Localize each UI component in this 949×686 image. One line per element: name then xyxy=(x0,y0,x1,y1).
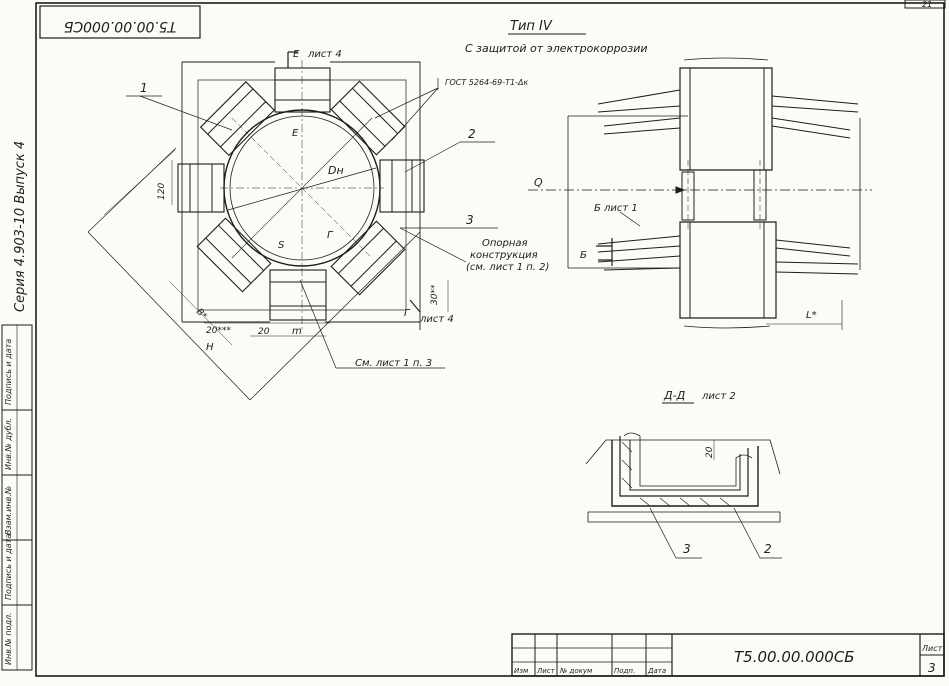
l-label: L* xyxy=(806,310,817,321)
tb-header-izm: Изм xyxy=(514,667,529,675)
dim-20-a: 20*** xyxy=(206,326,231,336)
dim-s: S xyxy=(278,240,285,251)
strip-label-2: Инв.№ дубл. xyxy=(4,418,13,470)
b-label: Б xyxy=(580,250,587,261)
diameter-label: Dн xyxy=(328,164,344,177)
strip-label-4: Подпись и дата xyxy=(4,534,13,600)
rotated-stamp-code: Т5.00.00.000СБ xyxy=(64,18,177,34)
drawing-title: Тип IV xyxy=(510,19,553,34)
leader-2-label: 2 xyxy=(468,127,476,141)
corner-sheet-number: 21 xyxy=(922,0,932,9)
sheet-frame xyxy=(35,2,945,677)
title-block: Изм Лист № докум Подп. Дата Т5.00.00.000… xyxy=(511,633,945,677)
dim-g: Г xyxy=(327,230,334,241)
section-dd-sheet: лист 2 xyxy=(701,391,736,402)
series-vertical-text: Серия 4.903-10 Выпуск 4 xyxy=(13,141,28,312)
section-d-d-view: Д-Д лист 2 20 3 2 xyxy=(585,389,782,559)
dim-20-b: 20 xyxy=(258,327,270,337)
g-sheet: лист 4 xyxy=(419,314,454,325)
leader-3-label: 3 xyxy=(466,213,474,227)
dim-h: Н xyxy=(206,342,214,353)
rotated-stamp-box xyxy=(39,5,201,39)
tb-sheet-label: Лист xyxy=(921,644,943,653)
support-label-3: (см. лист 1 п. 2) xyxy=(466,262,549,273)
section-dd-leader-3: 3 xyxy=(683,542,691,556)
tb-header-doc: № докум xyxy=(559,667,593,675)
tb-header-date: Дата xyxy=(647,667,666,675)
g-sheet-label: Г xyxy=(404,308,411,319)
tb-document-code: Т5.00.00.000СБ xyxy=(734,648,855,666)
dim-b: В* xyxy=(194,307,209,322)
section-e-sheet: лист 4 xyxy=(307,49,342,60)
section-dd-title: Д-Д xyxy=(663,389,686,402)
drawing-subtitle: С защитой от электрокоррозии xyxy=(465,42,648,55)
tb-header-sign: Подп. xyxy=(614,667,635,675)
section-dd-dim-20: 20 xyxy=(705,446,715,458)
section-dd-leader-2: 2 xyxy=(764,542,772,556)
strip-label-1: Подпись и дата xyxy=(4,339,13,405)
see-sheet-label: См. лист 1 п. 3 xyxy=(355,358,432,369)
side-view: Q Б лист 1 Б L* xyxy=(528,57,872,330)
tb-header-list: Лист xyxy=(536,667,556,675)
cross-section-view: Е лист 4 Е ГОСТ 5264-69-Т1-Δк Dн 1 2 3 О… xyxy=(87,49,549,401)
dim-m: m xyxy=(292,326,302,337)
section-e-label: Е xyxy=(293,49,300,60)
dim-120: 120 xyxy=(157,183,167,200)
strip-label-5: Инв.№ подл. xyxy=(4,612,13,665)
support-label-2: конструкция xyxy=(470,250,538,261)
strip-label-3: Взам.инв.№ xyxy=(4,486,13,535)
q-label: Q xyxy=(534,176,543,189)
b-sheet-label: Б лист 1 xyxy=(594,203,638,214)
tb-sheet-number: 3 xyxy=(928,661,936,675)
dim-30: 30** xyxy=(430,284,440,305)
leader-1-label: 1 xyxy=(140,81,148,95)
support-label-1: Опорная xyxy=(482,238,528,249)
gost-label: ГОСТ 5264-69-Т1-Δк xyxy=(445,78,528,87)
section-e-inner-label: Е xyxy=(292,128,299,139)
